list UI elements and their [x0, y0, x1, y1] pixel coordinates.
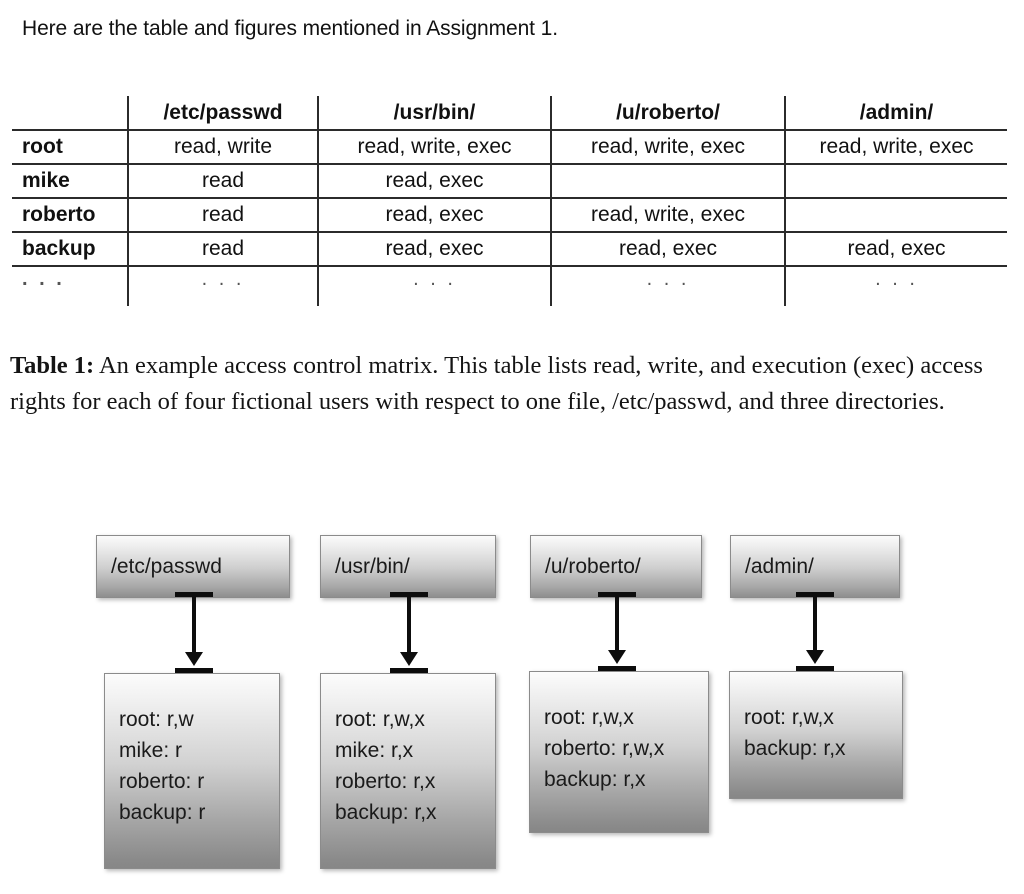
- cell-mike-etc-passwd: read: [128, 164, 319, 199]
- table-row: roberto read read, exec read, write, exe…: [12, 198, 1007, 233]
- row-label-backup: backup: [12, 232, 129, 267]
- arrow-head-tick: [175, 668, 213, 673]
- arrow-tail-tick: [598, 592, 636, 597]
- table-row: mike read read, exec: [12, 164, 1007, 199]
- acl-node-etc-passwd: root: r,w mike: r roberto: r backup: r: [104, 673, 280, 869]
- resource-node-label: /usr/bin/: [335, 554, 410, 578]
- cell-mike-u-roberto: [551, 164, 786, 199]
- acl-entry: roberto: r: [119, 770, 205, 793]
- arrow-shaft: [407, 595, 411, 657]
- acl-entry: root: r,w,x: [335, 708, 425, 731]
- cell-roberto-admin: [785, 198, 1007, 233]
- resource-node-etc-passwd: /etc/passwd: [96, 535, 290, 598]
- arrow-tail-tick: [796, 592, 834, 597]
- cell-backup-usr-bin: read, exec: [318, 232, 552, 267]
- cell-root-u-roberto: read, write, exec: [551, 130, 786, 165]
- table-row: root read, write read, write, exec read,…: [12, 130, 1007, 165]
- column-header-etc-passwd: /etc/passwd: [128, 96, 319, 131]
- cell-root-admin: read, write, exec: [785, 130, 1007, 165]
- ellipsis-user: . . .: [12, 266, 129, 306]
- arrow-shaft: [192, 595, 196, 657]
- acl-entry: backup: r,x: [335, 801, 437, 824]
- resource-node-u-roberto: /u/roberto/: [530, 535, 702, 598]
- acl-entry: root: r,w,x: [744, 706, 834, 729]
- acl-entry: root: r,w: [119, 708, 194, 731]
- acl-entry: mike: r,x: [335, 739, 414, 762]
- arrow-usr-bin: [390, 592, 430, 674]
- cell-root-usr-bin: read, write, exec: [318, 130, 552, 165]
- ellipsis-dots: . . .: [22, 267, 65, 290]
- acl-node-admin: root: r,w,x backup: r,x: [729, 671, 903, 799]
- cell-mike-admin: [785, 164, 1007, 199]
- table-row-ellipsis: . . . . . . . . . . . . . . .: [12, 266, 1007, 306]
- resource-node-usr-bin: /usr/bin/: [320, 535, 496, 598]
- column-header-u-roberto: /u/roberto/: [551, 96, 786, 131]
- acl-node-usr-bin: root: r,w,x mike: r,x roberto: r,x backu…: [320, 673, 496, 869]
- arrow-head-tick: [598, 666, 636, 671]
- ellipsis-col2: . . .: [318, 266, 552, 306]
- cell-mike-usr-bin: read, exec: [318, 164, 552, 199]
- resource-node-admin: /admin/: [730, 535, 900, 598]
- acl-node-u-roberto: root: r,w,x roberto: r,w,x backup: r,x: [529, 671, 709, 833]
- acl-entry: mike: r: [119, 739, 182, 762]
- access-control-matrix: /etc/passwd /usr/bin/ /u/roberto/ /admin…: [12, 96, 1007, 306]
- arrow-head-icon: [185, 652, 203, 666]
- acl-entry: backup: r,x: [744, 737, 846, 760]
- arrow-admin: [796, 592, 836, 672]
- caption-label: Table 1:: [10, 352, 95, 379]
- resource-node-label: /etc/passwd: [111, 554, 222, 578]
- ellipsis-col3: . . .: [551, 266, 786, 306]
- cell-roberto-usr-bin: read, exec: [318, 198, 552, 233]
- cell-backup-etc-passwd: read: [128, 232, 319, 267]
- table-row: backup read read, exec read, exec read, …: [12, 232, 1007, 267]
- arrow-head-tick: [796, 666, 834, 671]
- cell-root-etc-passwd: read, write: [128, 130, 319, 165]
- acl-entry: backup: r: [119, 801, 206, 824]
- arrow-u-roberto: [598, 592, 638, 672]
- matrix-table: /etc/passwd /usr/bin/ /u/roberto/ /admin…: [12, 96, 1007, 306]
- arrow-head-tick: [390, 668, 428, 673]
- table-header-row: /etc/passwd /usr/bin/ /u/roberto/ /admin…: [12, 96, 1007, 131]
- row-label-roberto: roberto: [12, 198, 129, 233]
- arrow-head-icon: [806, 650, 824, 664]
- resource-node-label: /u/roberto/: [545, 554, 641, 578]
- table-caption: Table 1: An example access control matri…: [10, 348, 1010, 420]
- arrow-shaft: [813, 595, 817, 655]
- cell-backup-admin: read, exec: [785, 232, 1007, 267]
- resource-node-label: /admin/: [745, 554, 814, 578]
- arrow-head-icon: [608, 650, 626, 664]
- row-label-root: root: [12, 130, 129, 165]
- acl-entry: backup: r,x: [544, 768, 646, 791]
- ellipsis-dots: . . .: [646, 267, 690, 290]
- ellipsis-dots: . . .: [201, 267, 245, 290]
- row-label-mike: mike: [12, 164, 129, 199]
- ellipsis-dots: . . .: [413, 267, 456, 290]
- intro-text: Here are the table and figures mentioned…: [22, 17, 558, 40]
- arrow-etc-passwd: [175, 592, 215, 674]
- ellipsis-col4: . . .: [785, 266, 1007, 306]
- column-header-usr-bin: /usr/bin/: [318, 96, 552, 131]
- ellipsis-dots: . . .: [875, 267, 918, 290]
- cell-backup-u-roberto: read, exec: [551, 232, 786, 267]
- acl-entry: roberto: r,x: [335, 770, 436, 793]
- caption-text: An example access control matrix. This t…: [10, 352, 983, 415]
- cell-roberto-etc-passwd: read: [128, 198, 319, 233]
- cell-roberto-u-roberto: read, write, exec: [551, 198, 786, 233]
- arrow-tail-tick: [175, 592, 213, 597]
- acl-entry: root: r,w,x: [544, 706, 634, 729]
- table-corner-cell: [12, 96, 129, 131]
- arrow-tail-tick: [390, 592, 428, 597]
- arrow-shaft: [615, 595, 619, 655]
- ellipsis-col1: . . .: [128, 266, 319, 306]
- acl-entry: roberto: r,w,x: [544, 737, 665, 760]
- column-header-admin: /admin/: [785, 96, 1007, 131]
- arrow-head-icon: [400, 652, 418, 666]
